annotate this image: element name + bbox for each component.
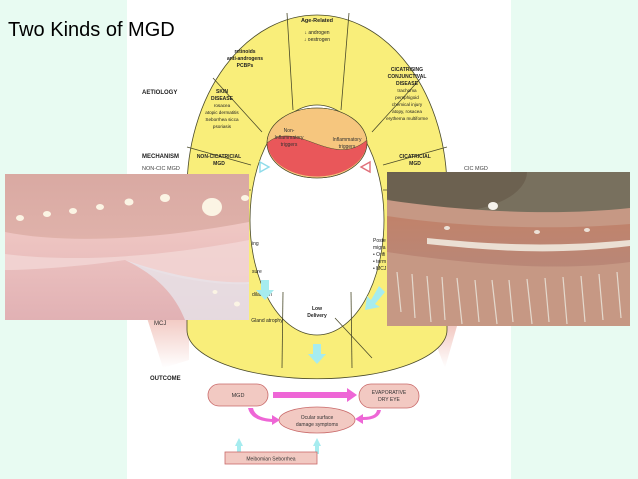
- mgd-outcome-text: MGD: [232, 393, 245, 399]
- non-cicatricial-mgd: MGD: [213, 161, 225, 167]
- fragment-sure: sure: [252, 269, 262, 275]
- age-related-title: Age-Related: [301, 18, 333, 24]
- non-cic-label: NON-CIC MGD: [142, 166, 180, 172]
- gland-plugs: [16, 194, 249, 307]
- meibomian-seborrhea-box: [224, 451, 318, 465]
- androgen-text: ↓ androgen: [304, 30, 329, 36]
- trigger-oval: [266, 107, 368, 179]
- fragment-ing: ing: [252, 241, 259, 247]
- evaporative-dry-eye-box: [358, 383, 420, 409]
- mechanism-label: MECHANISM: [142, 154, 179, 160]
- trachoma-text: trachoma: [397, 88, 417, 93]
- inflammatory-line2: triggers: [339, 144, 356, 150]
- atopic-text: atopic dermatitis: [205, 110, 239, 115]
- right-mechanism-arrow: [359, 160, 371, 174]
- skin-title: SKIN: [216, 89, 228, 95]
- fragment-migra: migra: [373, 245, 386, 251]
- gland-atrophy-text: Gland atrophy: [251, 318, 283, 324]
- cicatricial-mgd: MGD: [409, 161, 421, 167]
- rosacea-text: rosacea: [214, 103, 231, 108]
- fragment-b3: • MCJ: [373, 266, 387, 272]
- oestrogen-text: ↓ oestrogen: [304, 37, 330, 43]
- non-inflammatory-line3: triggers: [281, 142, 298, 148]
- magenta-arrows: [248, 388, 381, 425]
- fragment-b2: • term: [373, 259, 386, 265]
- cicatrising-title: CICATRISING: [391, 67, 423, 73]
- atopy-text: atopy, rosacea: [392, 109, 422, 114]
- outcome-label: OUTCOME: [150, 376, 181, 382]
- conjunctival-title: CONJUNCTIVAL: [388, 74, 427, 80]
- low-text: Low: [312, 306, 322, 312]
- non-inflammatory-line2: Inflammatory: [275, 135, 304, 141]
- cicatricial-eyelid-photo: [387, 172, 630, 326]
- cicatricial-title: CICATRICIAL: [399, 154, 431, 160]
- left-mechanism-arrow: [259, 160, 271, 174]
- psoriasis-text: psoriasis: [213, 124, 232, 129]
- mcj-label: MCJ: [154, 321, 166, 327]
- segment-dividers: [186, 12, 448, 369]
- dry-eye-text: DRY EYE: [378, 397, 400, 403]
- inflammatory-line1: Inflammatory: [333, 137, 362, 143]
- erythema-text: erythema multiforme: [386, 116, 428, 121]
- delivery-text: Delivery: [307, 313, 327, 319]
- chemical-injury-text: chemical injury: [392, 102, 423, 107]
- cic-label: CIC MGD: [464, 166, 488, 172]
- pcbps-text: PCBPs: [237, 63, 254, 69]
- pemphigoid-text: pemphigoid: [395, 95, 419, 100]
- ocular-surface-text: Ocular surface: [301, 415, 334, 421]
- mgd-outcome-box: [207, 383, 269, 407]
- non-inflammatory-line1: Non-: [284, 128, 295, 134]
- eyelash-strokes: [396, 271, 622, 325]
- disease-title-right: DISEASE: [396, 81, 419, 87]
- damage-symptoms-text: damage symptoms: [296, 422, 339, 428]
- fragment-poste: Poste: [373, 238, 386, 244]
- seborrhea-sicca-text: Seborrhea sicca: [205, 117, 239, 122]
- disease-title: DISEASE: [211, 96, 234, 102]
- non-cicatricial-eyelid-photo: [5, 174, 249, 320]
- non-cicatricial-title: NON-CICATRICIAL: [197, 154, 241, 160]
- retinoids-text: retinoids: [234, 49, 255, 55]
- left-pink-funnel: [147, 318, 189, 368]
- mgd-diagram: AETIOLOGY MECHANISM NON-CIC MGD CIC MGD …: [127, 0, 511, 479]
- anti-androgens-text: anti-androgens: [227, 56, 263, 62]
- slide-title: Two Kinds of MGD: [8, 19, 175, 41]
- fragment-b1: • Orifi: [373, 252, 385, 258]
- aetiology-label: AETIOLOGY: [142, 90, 177, 96]
- evaporative-text: EVAPORATIVE: [372, 390, 407, 396]
- meibomian-seborrhea-text: Meibomian Seborrhea: [246, 457, 295, 463]
